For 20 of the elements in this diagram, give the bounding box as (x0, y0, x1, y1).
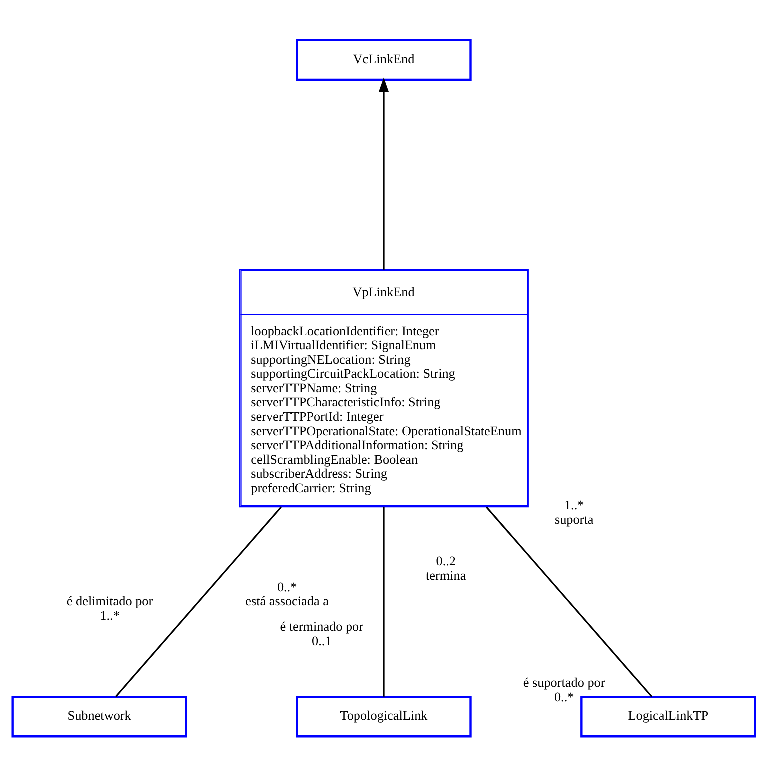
label: é delimitado por (66, 593, 154, 608)
label: é suportado por (523, 674, 606, 690)
label: 0..1 (312, 632, 332, 648)
connector (115, 506, 282, 697)
connector (486, 506, 653, 697)
label: 0..2 (436, 553, 456, 568)
label: 0..* (277, 578, 298, 594)
label: termina (426, 568, 466, 583)
label: suporta (554, 511, 594, 526)
node-box: Subnetwork (12, 695, 188, 738)
label: 1..* (564, 497, 584, 512)
node-box: TopologicalLink (296, 695, 472, 738)
node-box: VcLinkEnd (296, 38, 472, 81)
label: 1..* (100, 607, 120, 622)
node-box: LogicalLinkTP (580, 695, 756, 738)
label: é terminado por (280, 618, 364, 634)
arrow (379, 77, 389, 270)
label: 0..* (554, 688, 574, 704)
connector (383, 506, 385, 696)
label: está associada a (246, 593, 329, 608)
